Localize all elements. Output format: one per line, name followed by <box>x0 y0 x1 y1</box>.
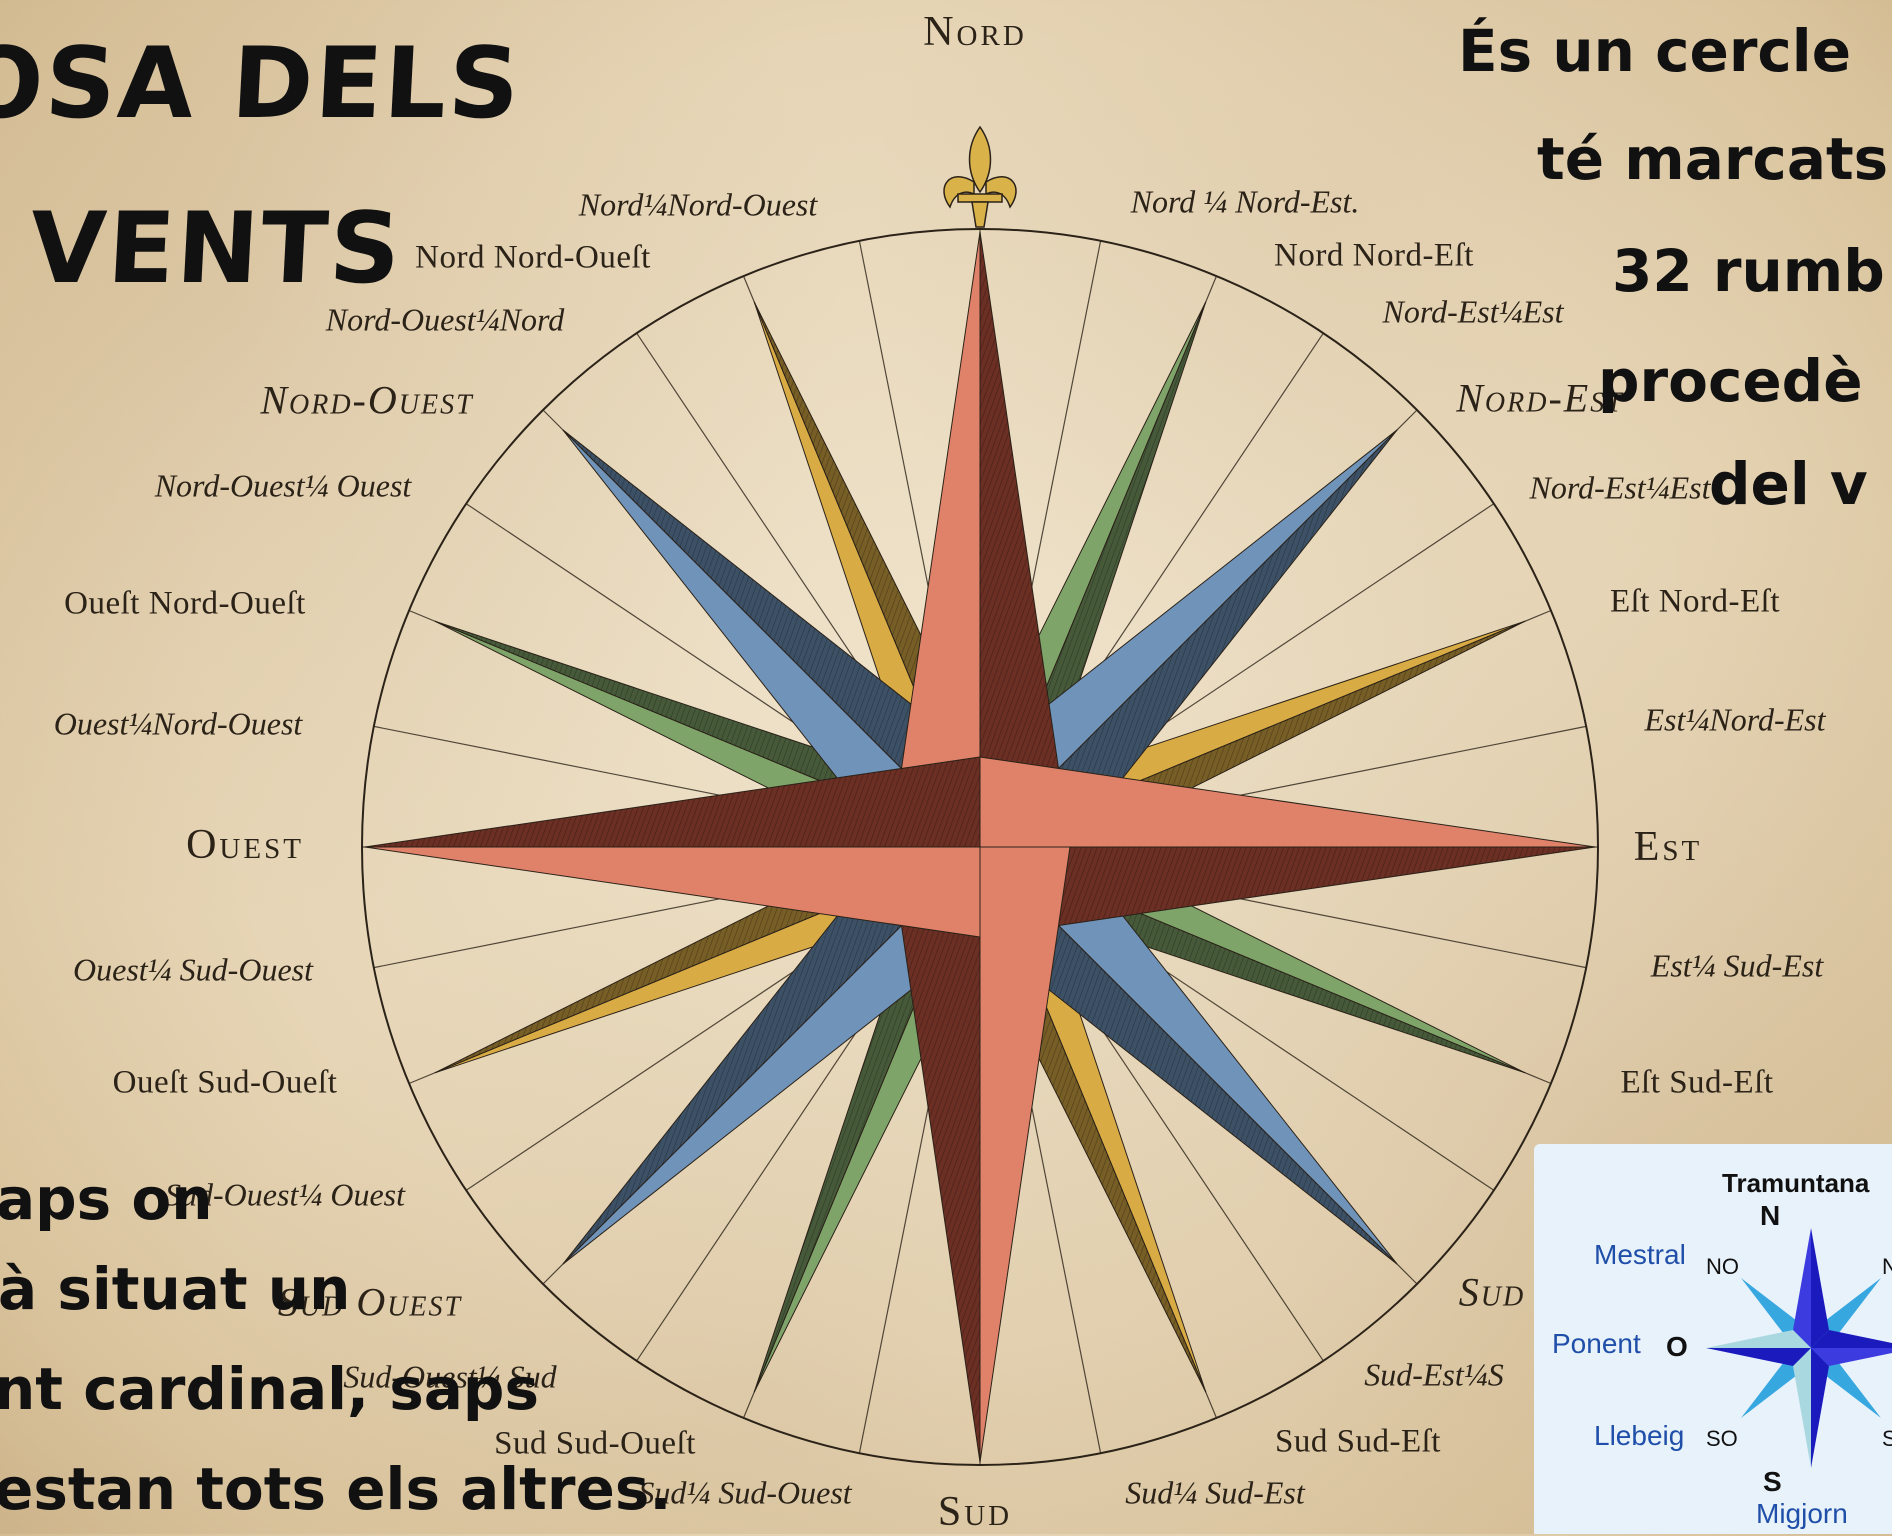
cardinal-point-hatch <box>365 757 980 847</box>
label-e-q-se: Est¼ Sud-Est <box>1650 947 1824 984</box>
fleur-de-lis-icon <box>943 125 1017 228</box>
inset-label-ponent: Ponent <box>1552 1328 1641 1359</box>
cardinal-point-left <box>979 756 1596 848</box>
label-nne: Nord Nord-Eſt <box>1274 237 1474 274</box>
label-se: Sud <box>1458 1269 1526 1315</box>
label-west: Ouest <box>186 822 304 868</box>
label-wnw: Oueſt Nord-Oueſt <box>64 585 306 622</box>
label-nw-q-n: Nord-Ouest¼Nord <box>325 301 565 338</box>
label-s-q-sw: Sud¼ Sud-Ouest <box>638 1474 852 1511</box>
left-text-line2: à situat un <box>0 1255 351 1323</box>
label-nw-q-w: Nord-Ouest¼ Ouest <box>154 467 412 504</box>
right-text-line3: 32 rumb <box>1612 237 1885 305</box>
label-north: Nord <box>923 9 1027 55</box>
inset-label-no: NO <box>1706 1254 1739 1279</box>
cardinal-point-left <box>979 846 1071 1463</box>
inset-label-so: SO <box>1706 1426 1738 1451</box>
label-ne: Nord-Est <box>1456 375 1624 421</box>
cardinal-point-left <box>889 231 981 848</box>
cardinal-point-left <box>364 846 981 938</box>
right-text-line2: té marcats <box>1537 125 1889 193</box>
right-text-line1: És un cercle <box>1458 17 1852 85</box>
left-text-line3: nt cardinal, saps <box>0 1355 539 1423</box>
label-se-q-s: Sud-Est¼S <box>1364 1356 1504 1393</box>
left-text-line1: aps on <box>0 1165 213 1233</box>
label-wsw: Oueſt Sud-Oueſt <box>112 1064 338 1101</box>
label-ene: Eſt Nord-Eſt <box>1609 583 1781 620</box>
label-e-q-ne: Est¼Nord-Est <box>1644 701 1826 738</box>
label-nw: Nord-Ouest <box>260 377 474 423</box>
right-text-line4: procedè <box>1598 347 1863 415</box>
inset-compass-rose-icon <box>1706 1228 1892 1468</box>
inset-compass-panel: Tramuntana N N Mestral NO Ponent O Llebe… <box>1534 1144 1892 1534</box>
label-sw-q-s: Sud-Ouest¼ Sud <box>343 1358 557 1395</box>
right-text-line5: del v <box>1709 450 1868 518</box>
label-south: Sud <box>937 1489 1013 1535</box>
label-n-q-ne: Nord ¼ Nord-Est. <box>1130 183 1360 220</box>
inset-label-se-partial: S <box>1882 1426 1892 1451</box>
inset-label-n: N <box>1760 1200 1781 1231</box>
label-s-q-se: Sud¼ Sud-Est <box>1125 1474 1305 1511</box>
cardinal-point-hatch <box>980 847 1595 937</box>
label-ne-q-e: Nord-Est¼Est <box>1382 293 1564 330</box>
title-line1: OSA DELS <box>0 27 525 141</box>
label-w-q-sw: Ouest¼ Sud-Ouest <box>73 951 313 988</box>
cardinal-point-hatch <box>890 847 980 1462</box>
left-text-line4: estan tots els altres. <box>0 1455 672 1523</box>
label-sse: Sud Sud-Eſt <box>1275 1423 1441 1460</box>
label-nnw: Nord Nord-Oueſt <box>415 239 651 276</box>
inset-label-mestral: Mestral <box>1594 1239 1686 1270</box>
inset-label-migjorn: Migjorn <box>1756 1498 1848 1529</box>
label-sw: Sud Ouest <box>277 1279 463 1325</box>
title-line2: VENTS <box>27 192 406 306</box>
inset-label-llebeig: Llebeig <box>1594 1420 1685 1451</box>
inset-label-tramuntana: Tramuntana <box>1722 1168 1870 1198</box>
label-n-q-nw: Nord¼Nord-Ouest <box>578 186 818 223</box>
inset-label-o: O <box>1666 1331 1688 1362</box>
inset-label-s: S <box>1763 1466 1782 1497</box>
label-ne-q-e2: Nord-Est¼Est <box>1529 469 1711 506</box>
cardinal-point-hatch <box>980 232 1070 847</box>
label-east: Est <box>1633 824 1703 870</box>
label-ese: Eſt Sud-Eſt <box>1620 1064 1774 1101</box>
label-w-q-nw: Ouest¼Nord-Ouest <box>53 705 303 742</box>
inset-label-ne-partial: N <box>1882 1254 1892 1279</box>
label-sw-q-w: Sud-Ouest¼ Ouest <box>165 1176 405 1213</box>
label-ssw: Sud Sud-Oueſt <box>494 1425 696 1462</box>
